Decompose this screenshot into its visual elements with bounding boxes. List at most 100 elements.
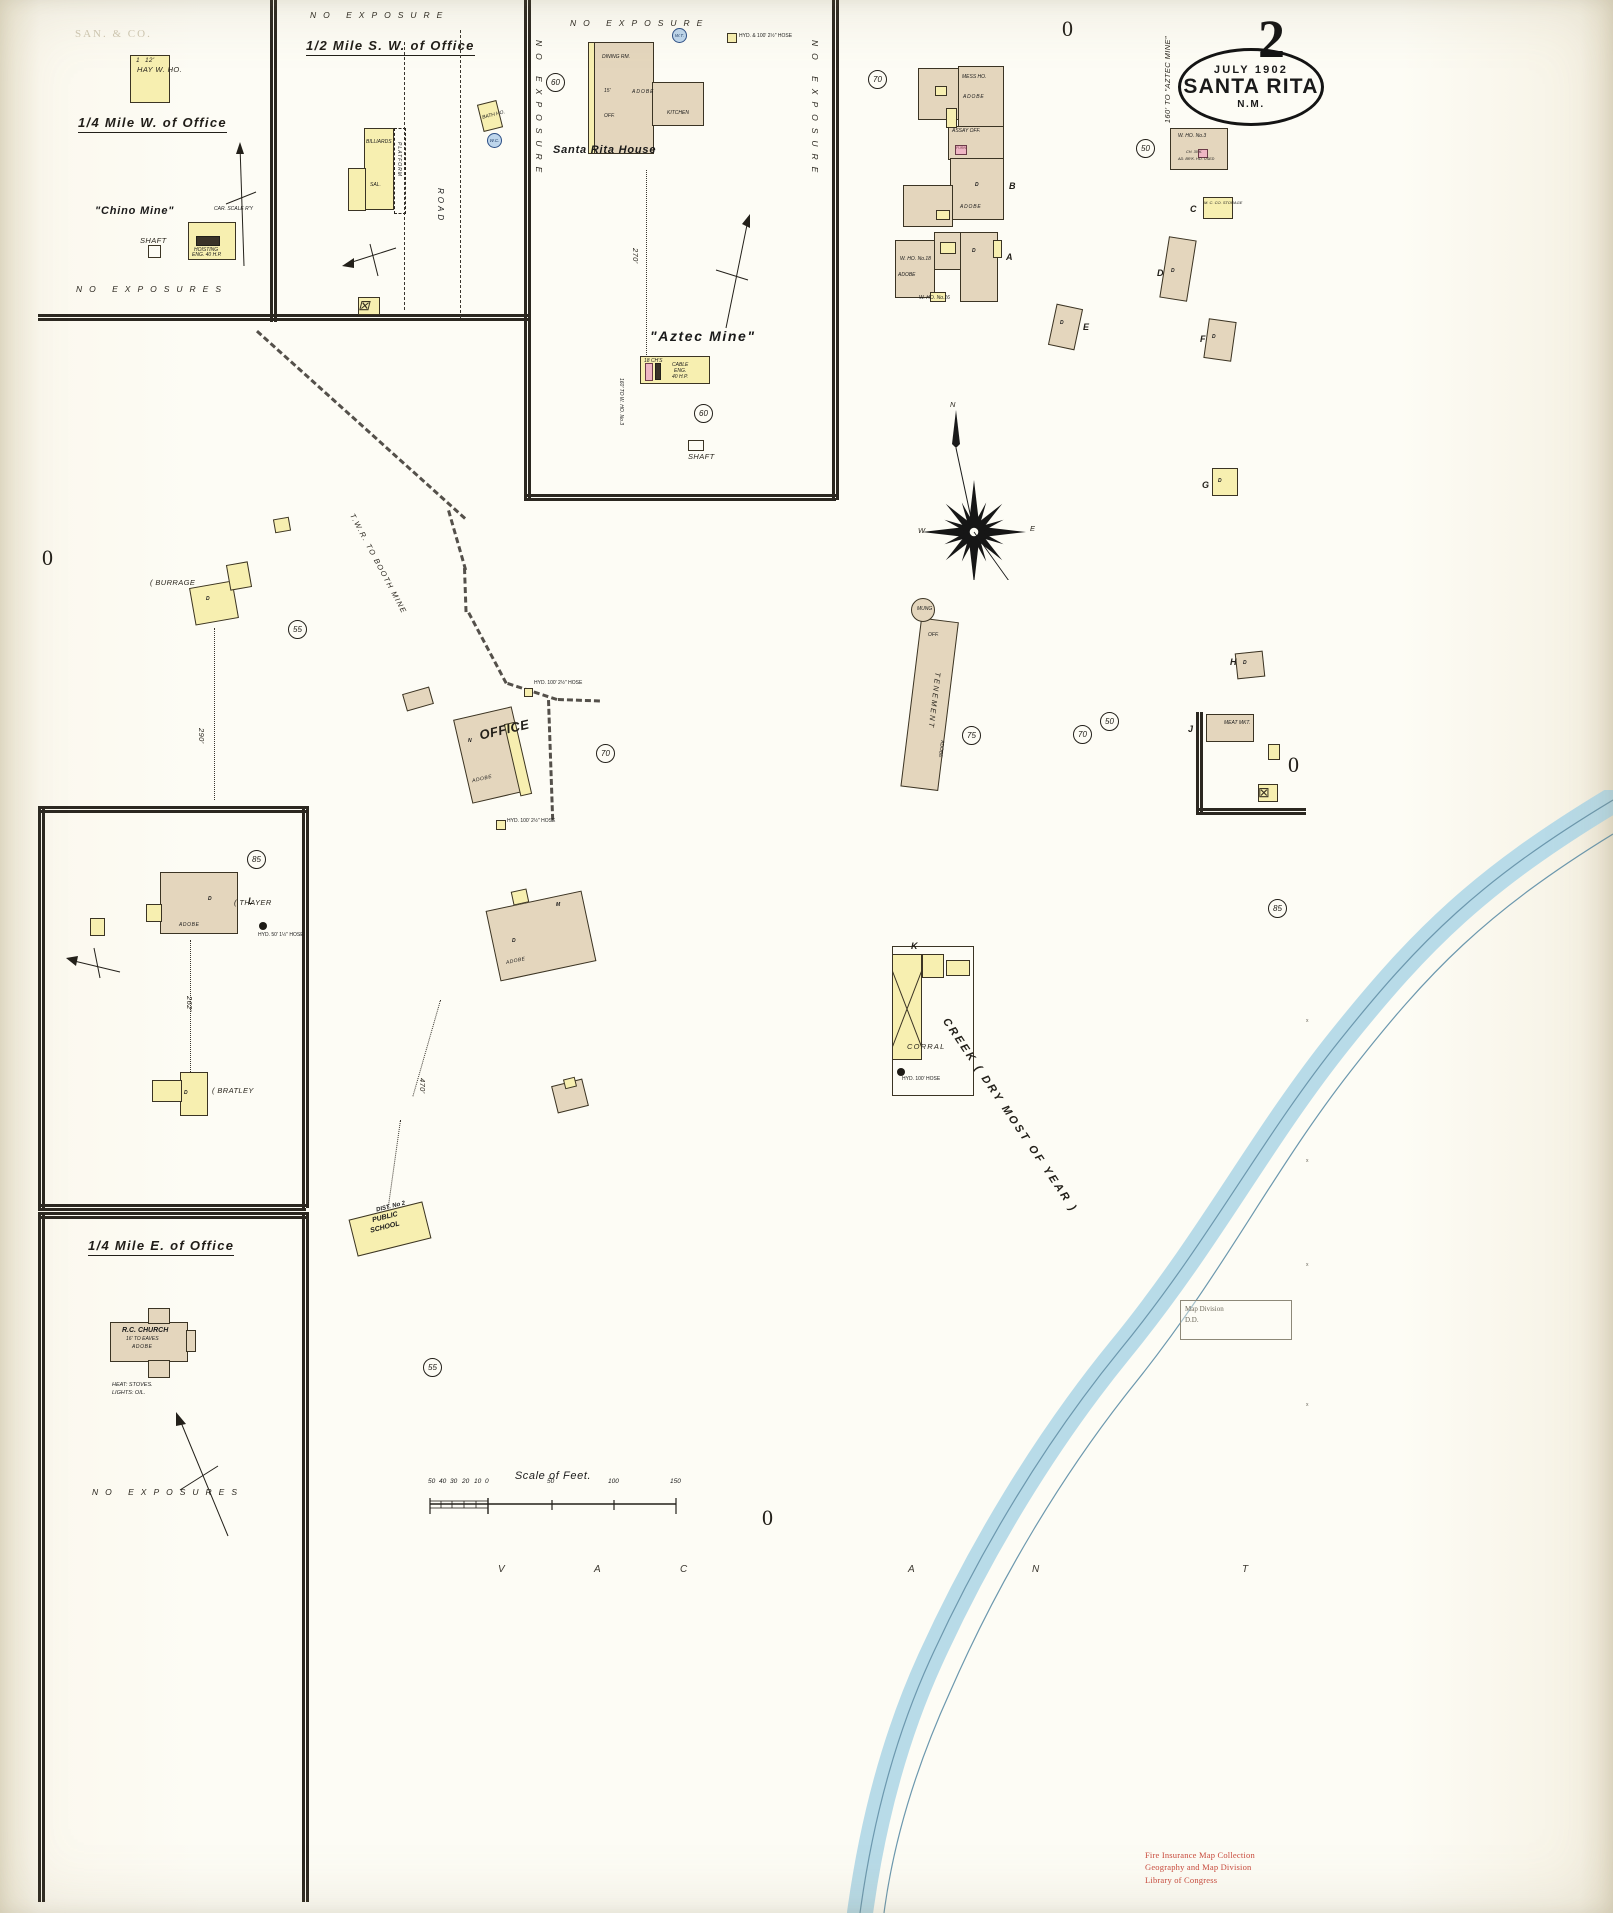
building-dwelling-e — [1047, 303, 1084, 351]
circled-distance-60b: 60 — [694, 404, 713, 423]
block-letter-f: F — [1200, 334, 1206, 344]
wc-icon-bath: W.C. — [487, 133, 502, 148]
edge-tick-1: x — [1306, 1018, 1309, 1024]
path-to-booth-mine-4 — [467, 612, 508, 685]
compass-west-label: W — [918, 526, 926, 535]
building-addition-6 — [930, 292, 946, 302]
central-cluster-code: D — [512, 938, 516, 944]
building-dwelling-h — [1234, 650, 1266, 680]
dimension-470: 470' — [418, 1078, 427, 1094]
bratley-code: D — [184, 1090, 188, 1096]
dwelling-e-code: D — [1060, 320, 1064, 326]
hydrant-office-south-symbol — [496, 820, 506, 830]
building-small-sw-x: ⊠ — [358, 297, 371, 313]
tenement-office-label: OFF. — [928, 632, 939, 638]
hydrant-thayer-symbol — [259, 922, 267, 930]
margin-letter-a2: A — [908, 1564, 916, 1575]
building-dwelling-bratley — [180, 1072, 208, 1116]
santa-rita-adobe-label: ADOBE — [632, 89, 655, 95]
fic-line-3: Library of Congress — [1145, 1874, 1218, 1885]
no-exposure-top-mid: NO EXPOSURE — [570, 18, 710, 28]
dimension-262: 262' — [185, 996, 194, 1012]
library-map-division-stamp: Map Division D.D. — [1180, 1300, 1292, 1340]
warehouse-3-line2: CH. 30 K. — [1186, 150, 1203, 154]
chino-shaft-label: SHAFT — [140, 236, 167, 245]
circled-distance-85b: 85 — [1268, 899, 1287, 918]
section-heading-east: 1/4 Mile E. of Office — [88, 1238, 235, 1256]
scale-tick-50r: 50 — [547, 1478, 555, 1485]
circled-distance-75: 75 — [962, 726, 981, 745]
hydrant-north-symbol — [727, 33, 737, 43]
corral-label: CORRAL — [907, 1042, 946, 1051]
road-edge-west — [404, 42, 405, 310]
margin-letter-n: N — [1032, 1564, 1041, 1575]
warehouse-3-chimney-symbol — [1198, 149, 1208, 158]
building-addition-5 — [993, 240, 1002, 258]
building-corral-shed — [892, 954, 922, 1060]
scale-tick-150: 150 — [670, 1478, 681, 1485]
building-mcco-storage — [1203, 197, 1233, 219]
block-line-v2 — [524, 0, 527, 500]
block-line-v7 — [38, 1212, 41, 1902]
circled-distance-70a: 70 — [868, 70, 887, 89]
aztec-cable-2: ENG. — [674, 368, 687, 374]
building-dwelling-f — [1203, 318, 1237, 362]
block-line-v5 — [38, 806, 41, 1208]
hydrant-office-north-symbol — [524, 688, 533, 697]
measure-line-262 — [190, 940, 191, 1078]
block-line-h2 — [524, 494, 836, 497]
hydrant-north-label: HYD. & 100' 2½" HOSE — [739, 33, 793, 39]
thayer-label: ( THAYER — [234, 898, 272, 907]
adobe-label-1: ADOBE — [960, 204, 982, 210]
aztec-cable-3: 40 H.P. — [672, 374, 689, 380]
burrage-code: D — [206, 596, 210, 602]
tenement-tank-symbol — [911, 598, 935, 622]
building-burrage-outhouse — [272, 516, 292, 534]
building-addition-3 — [936, 210, 950, 220]
hydrant-corral-symbol — [897, 1068, 905, 1076]
north-arrow-aztec — [715, 214, 750, 329]
bratley-label: ( BRATLEY — [212, 1086, 254, 1095]
building-small-right-2-x: ⊠ — [1258, 784, 1270, 800]
tenement-mung-label: MUNG — [917, 606, 933, 612]
booth-mine-path-label: T.W.R. TO BOOTH MINE — [348, 512, 409, 616]
block-letter-l: L — [248, 896, 254, 906]
rc-church-line1: R.C. CHURCH — [122, 1327, 169, 1334]
dwelling-f-code: D — [1212, 334, 1216, 340]
building-thayer-outhouse — [90, 918, 105, 936]
building-corral-shed-3 — [946, 960, 970, 976]
block-code-d-2: D — [972, 248, 976, 254]
building-corral-shed-2 — [922, 954, 944, 978]
road-edge-east — [460, 30, 461, 318]
warehouse-3-line3: AD. BR'K. HO. USED — [1178, 157, 1215, 161]
scale-bar-graphic — [429, 1498, 677, 1514]
map-date: JULY 1902 — [1213, 64, 1289, 77]
block-line-h3 — [38, 806, 306, 809]
block-letter-g: G — [1202, 480, 1210, 490]
hydrant-office-south-label: HYD. 100' 2½" HOSE — [507, 818, 556, 824]
santa-rita-height: 15' — [604, 88, 611, 94]
building-addition-4 — [940, 242, 956, 254]
scale-tick-50l: 50 — [428, 1478, 436, 1485]
hoisting-label-2: ENG. 40 H.P. — [192, 252, 222, 258]
santa-rita-dining-label: DINING RM. — [602, 54, 631, 60]
hoisting-engine-symbol — [196, 236, 220, 246]
north-arrow-thayer — [66, 947, 121, 979]
dwelling-g-code: D — [1218, 478, 1222, 484]
warehouse-18-label: W. HO. No.18 — [900, 256, 931, 262]
fic-line-2: Geography and Map Division — [1145, 1862, 1252, 1873]
scale-tick-0: 0 — [485, 1478, 489, 1485]
aztec-distance-label: 160' TO W. HO. No.3 — [618, 378, 624, 426]
building-santa-rita-house-kitchen — [652, 82, 704, 126]
mcco-storage-label: M. C. CO. STORAGE — [1204, 200, 1243, 205]
compass-east-label: E — [1030, 524, 1036, 533]
aztec-shaft-label: SHAFT — [688, 452, 715, 461]
billiards-label: BILLIARDS — [366, 139, 392, 145]
path-to-booth-mine-6 — [557, 698, 600, 703]
assay-furnace-label: FURN. — [956, 146, 967, 150]
tenement-adobe-label: ADOBE — [936, 739, 946, 758]
dwelling-h-code: D — [1243, 660, 1247, 666]
building-rc-church-transept-n — [148, 1308, 170, 1324]
santa-rita-office-label: OFF. — [604, 113, 615, 119]
